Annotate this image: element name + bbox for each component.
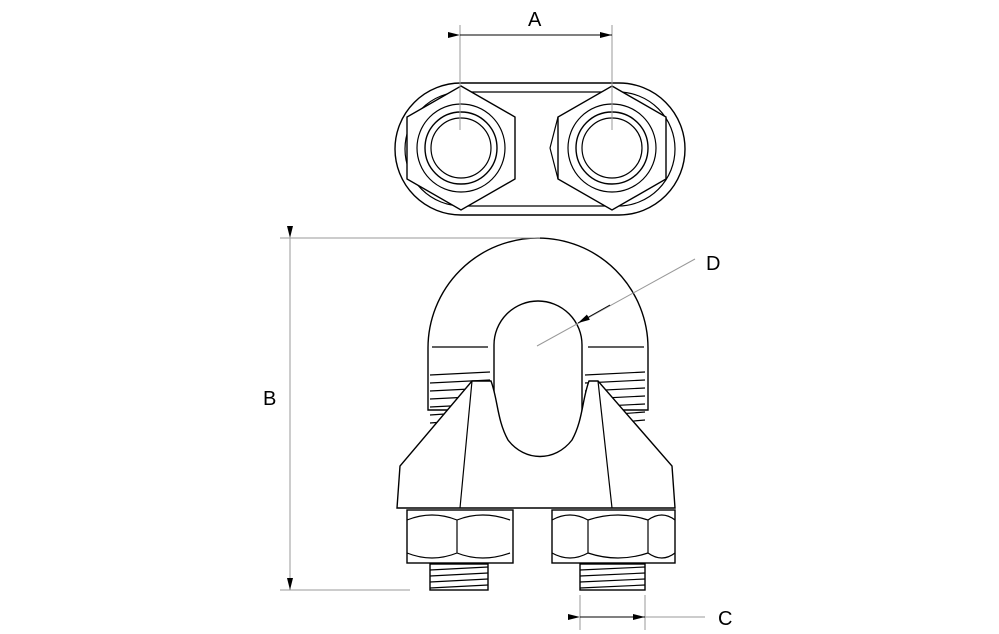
dimension-d — [536, 258, 696, 347]
dimension-a — [448, 25, 613, 130]
dimension-b — [280, 226, 540, 591]
dimension-b-label: B — [263, 388, 276, 410]
dimension-c-label: C — [718, 608, 732, 630]
top-view — [394, 82, 686, 216]
dimension-d-label: D — [706, 253, 720, 275]
front-view — [396, 237, 676, 591]
dimension-a-label: A — [528, 9, 542, 31]
nut-right — [551, 509, 676, 564]
top-nut-left — [406, 85, 516, 211]
bolt-threads — [429, 563, 646, 591]
saddle — [396, 380, 676, 509]
dimension-c — [568, 595, 705, 630]
nut-left — [406, 509, 514, 564]
top-nut-right — [549, 85, 667, 211]
